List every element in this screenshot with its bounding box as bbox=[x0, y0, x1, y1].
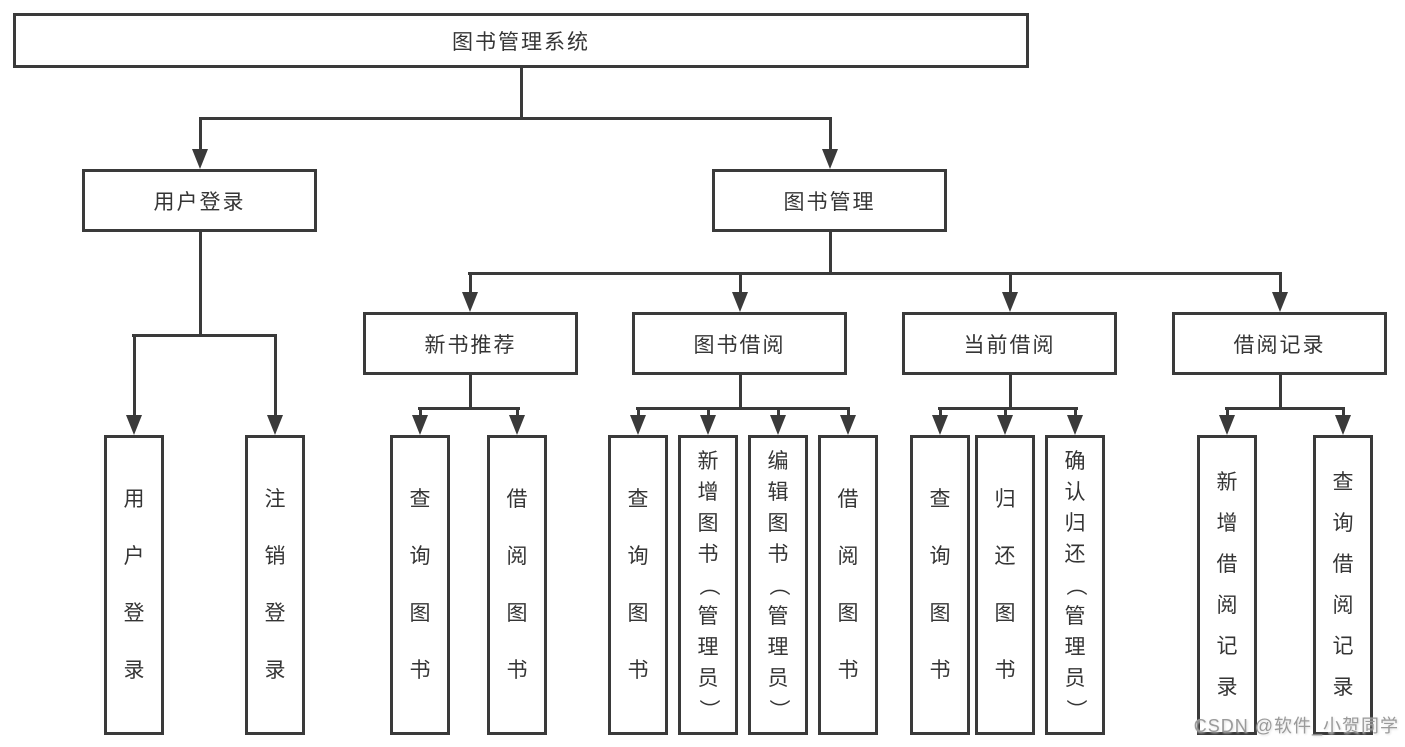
leaf-label: 借阅图书 bbox=[506, 488, 528, 682]
arrow-down-icon bbox=[192, 149, 208, 169]
leaf-borrow-books-borrowing: 借阅图书 bbox=[818, 435, 878, 735]
arrow-down-icon bbox=[997, 415, 1013, 435]
connector-line bbox=[739, 375, 742, 409]
connector-line bbox=[418, 407, 520, 410]
arrow-down-icon bbox=[822, 149, 838, 169]
arrow-down-icon bbox=[1002, 292, 1018, 312]
connector-line bbox=[829, 232, 832, 273]
leaf-logout: 注销登录 bbox=[245, 435, 305, 735]
connector-line bbox=[199, 117, 832, 120]
connector-line bbox=[1074, 407, 1077, 419]
node-label: 当前借阅 bbox=[963, 333, 1056, 357]
arrow-down-icon bbox=[267, 415, 283, 435]
leaf-borrow-books-recommendation: 借阅图书 bbox=[487, 435, 547, 735]
connector-line bbox=[847, 407, 850, 419]
connector-line bbox=[468, 272, 1282, 275]
watermark-text: CSDN @软件_小贺同学 bbox=[1193, 716, 1399, 736]
node-book-borrowing: 图书借阅 bbox=[632, 312, 847, 375]
arrow-down-icon bbox=[630, 415, 646, 435]
arrow-down-icon bbox=[932, 415, 948, 435]
leaf-label: 编辑图书（管理员） bbox=[766, 449, 790, 720]
node-label: 图书管理 bbox=[783, 190, 876, 214]
connector-line bbox=[1009, 272, 1012, 294]
node-new-book-recommendation: 新书推荐 bbox=[363, 312, 578, 375]
arrow-down-icon bbox=[126, 415, 142, 435]
connector-line bbox=[939, 407, 942, 419]
connector-line bbox=[133, 334, 136, 417]
leaf-label: 借阅图书 bbox=[837, 488, 859, 682]
leaf-add-book-admin: 新增图书（管理员） bbox=[678, 435, 738, 735]
connector-line bbox=[520, 68, 523, 118]
arrow-down-icon bbox=[770, 415, 786, 435]
connector-line bbox=[1279, 375, 1282, 409]
connector-line bbox=[707, 407, 710, 419]
leaf-label: 查询图书 bbox=[627, 488, 649, 682]
node-user-login: 用户登录 bbox=[82, 169, 317, 232]
arrow-down-icon bbox=[1272, 292, 1288, 312]
leaf-label: 新增借阅记录 bbox=[1216, 471, 1238, 699]
connector-line bbox=[1225, 407, 1345, 410]
leaf-label: 注销登录 bbox=[264, 488, 286, 682]
connector-line bbox=[1279, 272, 1282, 294]
leaf-label: 归还图书 bbox=[994, 488, 1016, 682]
node-borrowing-records: 借阅记录 bbox=[1172, 312, 1387, 375]
node-label: 图书管理系统 bbox=[452, 30, 590, 54]
node-label: 借阅记录 bbox=[1233, 333, 1326, 357]
connector-line bbox=[1342, 407, 1345, 419]
leaf-label: 查询图书 bbox=[929, 488, 951, 682]
connector-line bbox=[1004, 407, 1007, 419]
leaf-label: 新增图书（管理员） bbox=[696, 449, 720, 720]
arrow-down-icon bbox=[412, 415, 428, 435]
connector-line bbox=[636, 407, 850, 410]
leaf-add-borrow-record: 新增借阅记录 bbox=[1197, 435, 1257, 735]
connector-line bbox=[777, 407, 780, 419]
node-current-borrowing: 当前借阅 bbox=[902, 312, 1117, 375]
leaf-user-login: 用户登录 bbox=[104, 435, 164, 735]
leaf-query-books-recommendation: 查询图书 bbox=[390, 435, 450, 735]
leaf-edit-book-admin: 编辑图书（管理员） bbox=[748, 435, 808, 735]
leaf-query-borrow-record: 查询借阅记录 bbox=[1313, 435, 1373, 735]
arrow-down-icon bbox=[1067, 415, 1083, 435]
connector-line bbox=[419, 407, 422, 419]
arrow-down-icon bbox=[1335, 415, 1351, 435]
leaf-label: 查询借阅记录 bbox=[1332, 471, 1354, 699]
leaf-confirm-return-admin: 确认归还（管理员） bbox=[1045, 435, 1105, 735]
leaf-query-books-current: 查询图书 bbox=[910, 435, 970, 735]
leaf-label: 查询图书 bbox=[409, 488, 431, 682]
connector-line bbox=[829, 117, 832, 153]
connector-line bbox=[199, 232, 202, 335]
connector-line bbox=[132, 334, 277, 337]
connector-line bbox=[1009, 375, 1012, 409]
connector-line bbox=[637, 407, 640, 419]
node-library-management-system: 图书管理系统 bbox=[13, 13, 1029, 68]
node-label: 用户登录 bbox=[153, 190, 246, 214]
leaf-label: 用户登录 bbox=[123, 488, 145, 682]
arrow-down-icon bbox=[840, 415, 856, 435]
leaf-query-books-borrowing: 查询图书 bbox=[608, 435, 668, 735]
arrow-down-icon bbox=[700, 415, 716, 435]
leaf-return-book: 归还图书 bbox=[975, 435, 1035, 735]
arrow-down-icon bbox=[462, 292, 478, 312]
arrow-down-icon bbox=[509, 415, 525, 435]
connector-line bbox=[199, 117, 202, 153]
connector-line bbox=[274, 334, 277, 417]
arrow-down-icon bbox=[732, 292, 748, 312]
connector-line bbox=[469, 375, 472, 409]
node-label: 图书借阅 bbox=[693, 333, 786, 357]
connector-line bbox=[469, 272, 472, 294]
connector-line bbox=[938, 407, 1078, 410]
connector-line bbox=[1226, 407, 1229, 419]
connector-line bbox=[516, 407, 519, 419]
node-book-management: 图书管理 bbox=[712, 169, 947, 232]
leaf-label: 确认归还（管理员） bbox=[1063, 449, 1087, 720]
connector-line bbox=[739, 272, 742, 294]
node-label: 新书推荐 bbox=[424, 333, 517, 357]
arrow-down-icon bbox=[1219, 415, 1235, 435]
